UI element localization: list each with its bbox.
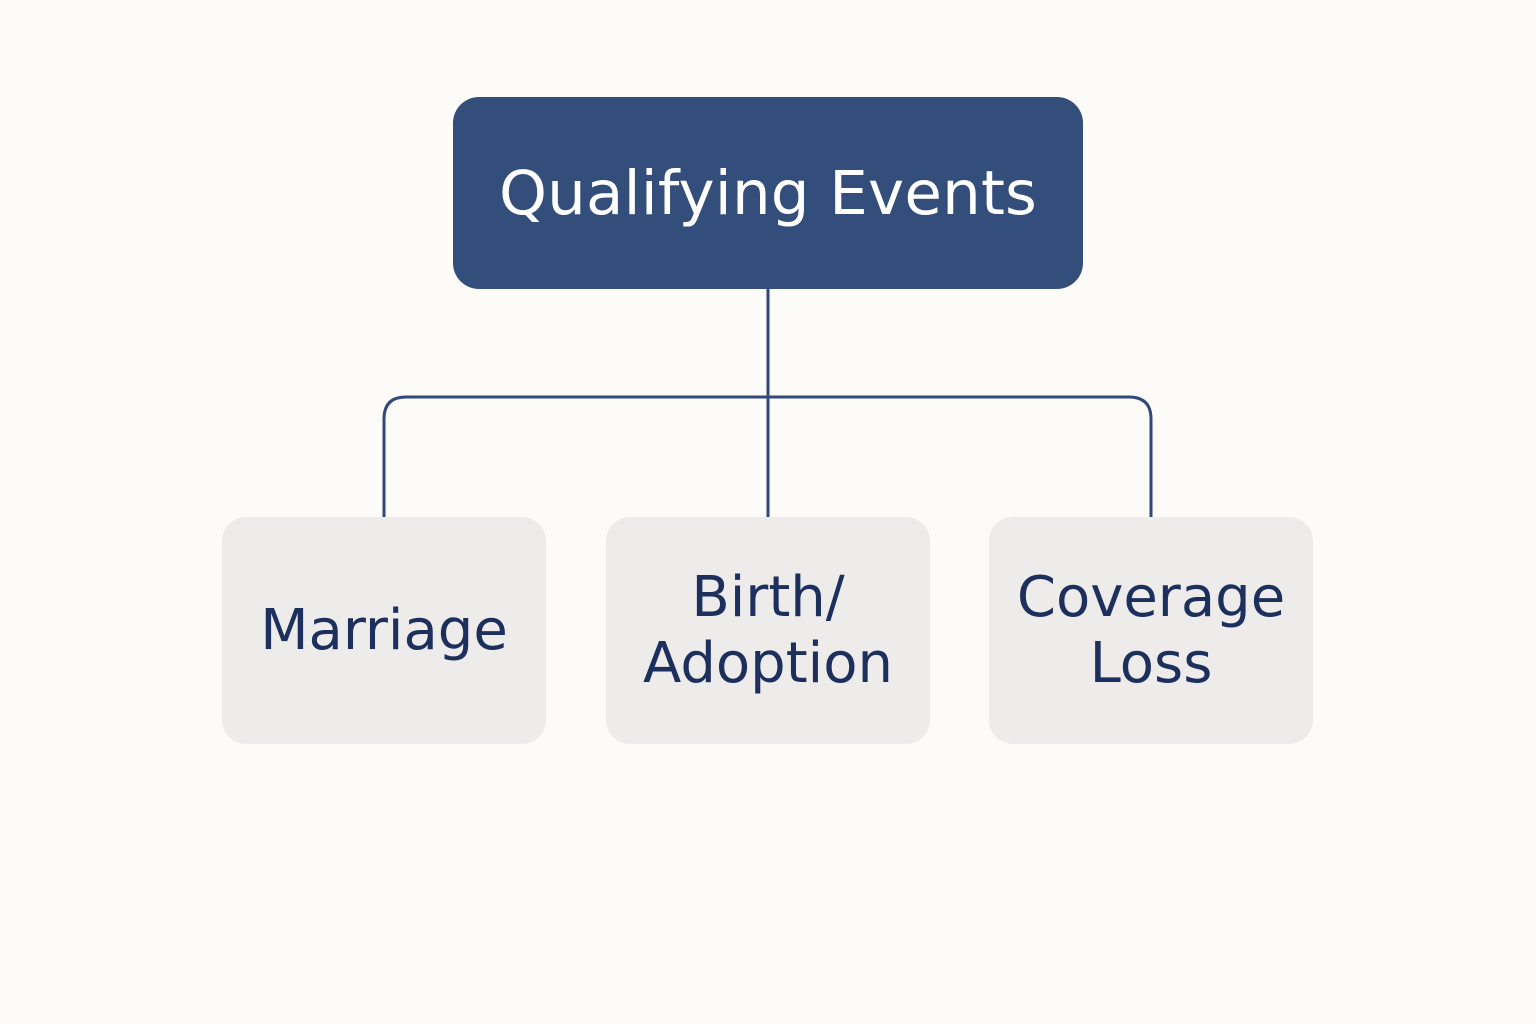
child-node-coverage-loss: Coverage Loss	[989, 517, 1313, 744]
child-node-marriage-label: Marriage	[260, 598, 508, 664]
left-branch-connector	[382, 395, 408, 519]
child-node-coverage-loss-line-1: Coverage	[1016, 564, 1286, 630]
child-node-birth-adoption-label: Birth/ Adoption	[643, 565, 893, 697]
child-node-marriage-line-1: Marriage	[260, 597, 508, 663]
child-node-birth-adoption-line-2: Adoption	[643, 630, 893, 696]
child-node-coverage-loss-label: Coverage Loss	[1017, 565, 1285, 697]
child-node-marriage: Marriage	[222, 517, 546, 744]
child-node-coverage-loss-line-2: Loss	[1089, 630, 1213, 696]
child-node-birth-adoption: Birth/ Adoption	[606, 517, 930, 744]
root-node: Qualifying Events	[453, 97, 1083, 289]
right-branch-connector	[1127, 395, 1153, 519]
root-node-label: Qualifying Events	[498, 157, 1038, 229]
child-node-birth-adoption-line-1: Birth/	[691, 564, 845, 630]
